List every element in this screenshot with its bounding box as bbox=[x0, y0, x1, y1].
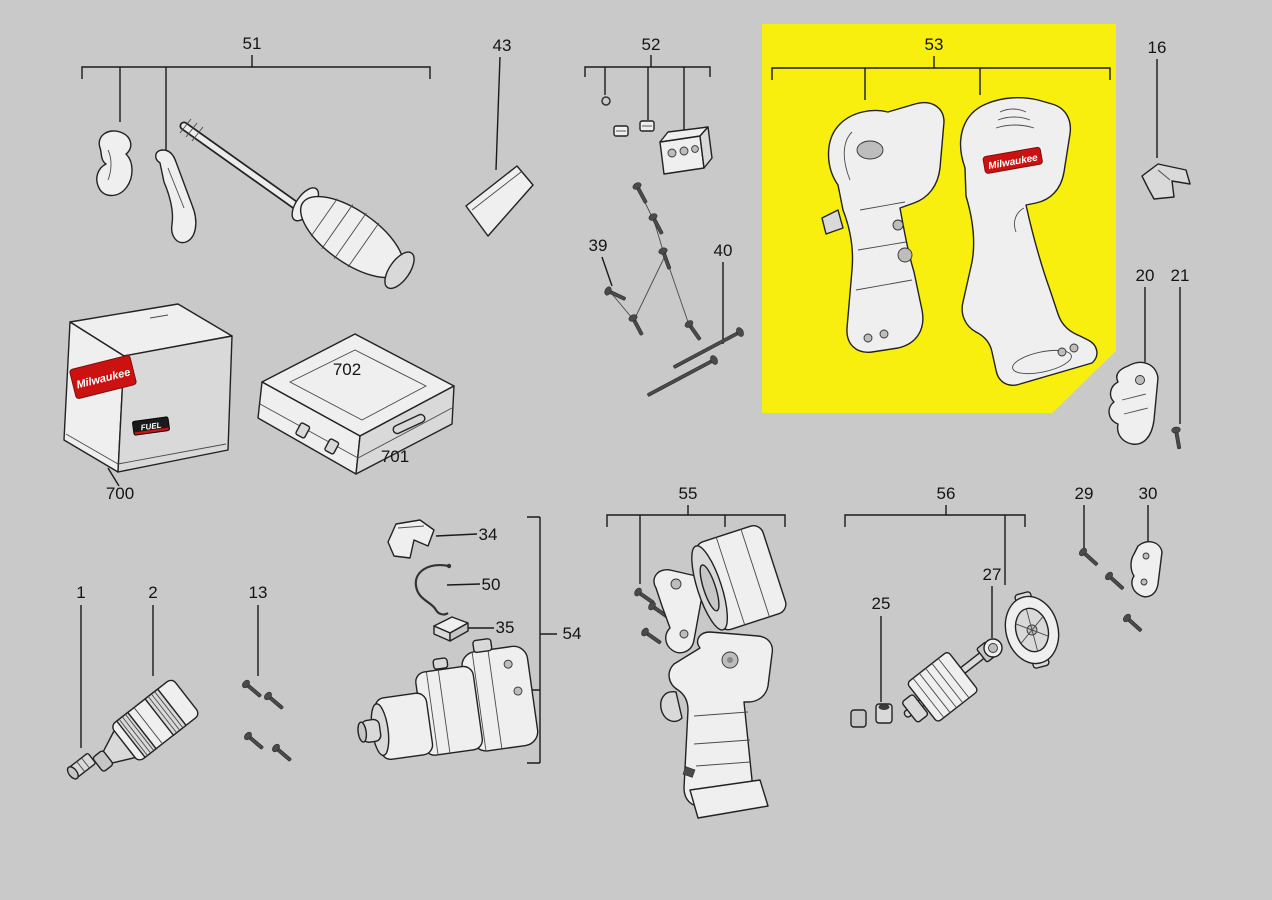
group-13-screws[interactable] bbox=[240, 605, 294, 765]
group-39-screws[interactable] bbox=[601, 180, 705, 343]
callout-20[interactable]: 20 bbox=[1135, 266, 1155, 285]
callout-13[interactable]: 13 bbox=[248, 583, 268, 602]
part-20-belt-clip[interactable] bbox=[1108, 287, 1159, 445]
callout-21[interactable]: 21 bbox=[1170, 266, 1190, 285]
callout-34[interactable]: 34 bbox=[478, 525, 498, 544]
callout-35[interactable]: 35 bbox=[495, 618, 515, 637]
callout-43[interactable]: 43 bbox=[492, 36, 512, 55]
callout-40[interactable]: 40 bbox=[713, 241, 733, 260]
group-51-side-handle[interactable] bbox=[81, 55, 431, 299]
callout-30[interactable]: 30 bbox=[1138, 484, 1158, 503]
callout-54[interactable]: 54 bbox=[562, 624, 582, 643]
part-21-screw[interactable] bbox=[1170, 287, 1185, 450]
part-1-bolt[interactable] bbox=[65, 605, 96, 781]
callout-2[interactable]: 2 bbox=[148, 583, 158, 602]
callout-39[interactable]: 39 bbox=[588, 236, 608, 255]
part-43-wedge[interactable] bbox=[465, 56, 534, 237]
part-30-plate[interactable] bbox=[1130, 505, 1163, 598]
group-56-rotor-assembly[interactable] bbox=[844, 505, 1067, 735]
callout-52[interactable]: 52 bbox=[641, 35, 661, 54]
part-700-case[interactable]: Milwaukee FUEL bbox=[63, 303, 233, 487]
group-40-long-screws[interactable] bbox=[645, 262, 746, 400]
callout-51[interactable]: 51 bbox=[242, 34, 262, 53]
callout-702[interactable]: 702 bbox=[332, 360, 362, 379]
callout-53[interactable]: 53 bbox=[924, 35, 944, 54]
part-16-clip[interactable] bbox=[1141, 59, 1191, 200]
callout-29[interactable]: 29 bbox=[1074, 484, 1094, 503]
part-701-702-box[interactable] bbox=[257, 333, 455, 475]
callout-1[interactable]: 1 bbox=[76, 583, 86, 602]
group-54-gearbox[interactable] bbox=[348, 516, 557, 768]
callout-27[interactable]: 27 bbox=[982, 565, 1002, 584]
callout-701[interactable]: 701 bbox=[380, 447, 410, 466]
callout-56[interactable]: 56 bbox=[936, 484, 956, 503]
callout-25[interactable]: 25 bbox=[871, 594, 891, 613]
callout-700[interactable]: 700 bbox=[105, 484, 135, 503]
group-29-screws[interactable] bbox=[1077, 505, 1145, 635]
group-55-motor-assembly[interactable] bbox=[606, 505, 788, 819]
part-2-chuck[interactable] bbox=[84, 605, 201, 783]
callout-16[interactable]: 16 bbox=[1147, 38, 1167, 57]
group-52-small-hardware[interactable] bbox=[584, 55, 713, 175]
callout-50[interactable]: 50 bbox=[481, 575, 501, 594]
callout-55[interactable]: 55 bbox=[678, 484, 698, 503]
group-53-housing[interactable]: Milwaukee bbox=[771, 56, 1111, 386]
case-badge-text: FUEL bbox=[140, 421, 162, 433]
